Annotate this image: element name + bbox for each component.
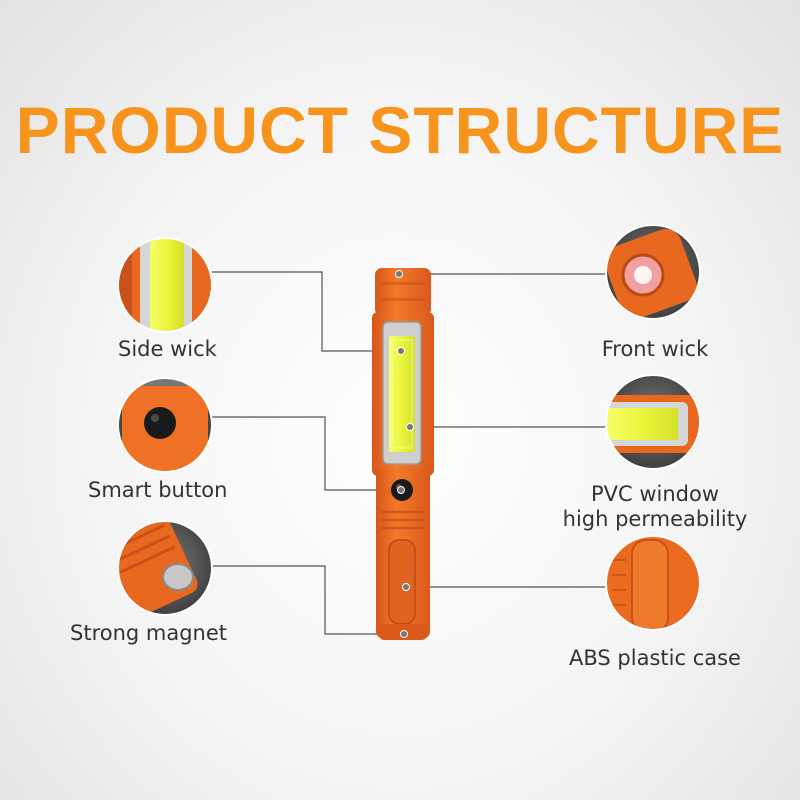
connector-strong-magnet (212, 565, 404, 635)
connector-lines (212, 271, 606, 635)
label-pvc-window: PVC window high permeability (555, 482, 755, 532)
strong-magnet-closeup (117, 520, 213, 616)
connector-side-wick (212, 271, 401, 352)
label-strong-magnet: Strong magnet (70, 621, 228, 645)
flashlight-image (372, 268, 434, 640)
pvc-window-closeup (605, 374, 701, 470)
smart-button-closeup (117, 377, 213, 473)
label-abs-case: ABS plastic case (569, 646, 741, 670)
label-front-wick: Front wick (601, 337, 709, 361)
label-side-wick: Side wick (118, 337, 217, 361)
front-wick-closeup (605, 224, 701, 320)
label-pvc-window-line2: high permeability (562, 507, 748, 531)
page-title: PRODUCT STRUCTURE (15, 93, 785, 167)
side-wick-closeup (117, 237, 213, 333)
abs-case-closeup (605, 535, 701, 631)
label-pvc-window-line1: PVC window (590, 482, 720, 506)
connector-smart-button (212, 416, 401, 491)
label-smart-button: Smart button (88, 478, 228, 502)
